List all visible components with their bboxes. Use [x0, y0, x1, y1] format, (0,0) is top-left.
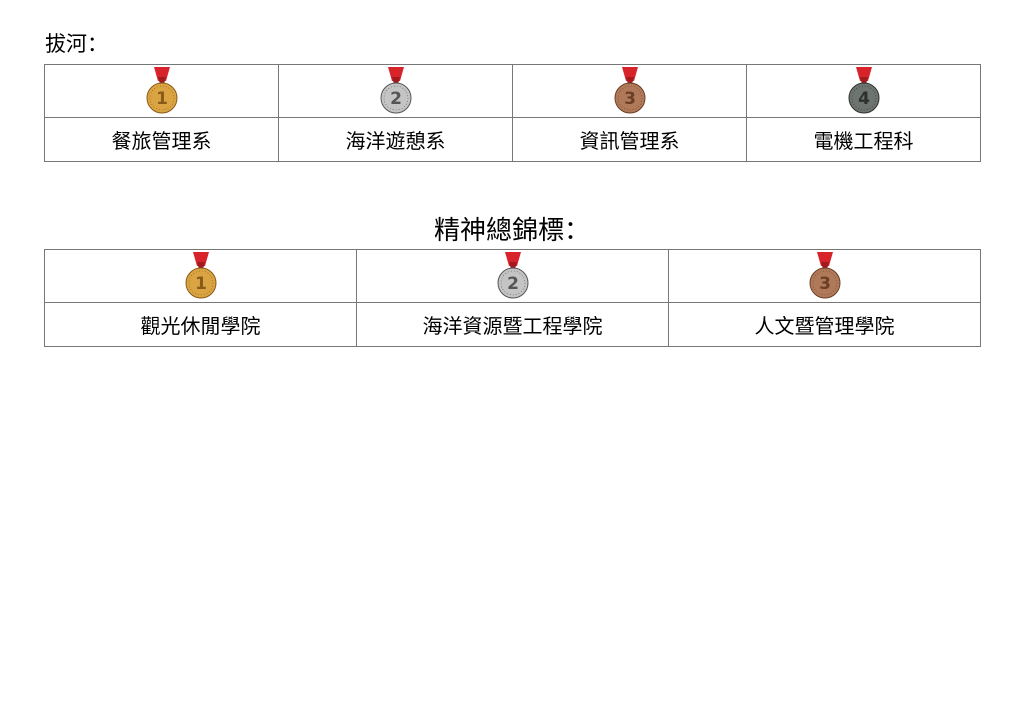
winner-name: 電機工程科: [746, 117, 981, 162]
winner-name: 餐旅管理系: [44, 117, 279, 162]
winner-name: 資訊管理系: [512, 117, 747, 162]
medal-cell: 1: [44, 249, 357, 303]
tug-of-war-heading: 拔河：: [45, 32, 108, 56]
bronze-medal-icon: 3: [614, 67, 645, 114]
silver-medal-icon: 2: [380, 67, 411, 114]
bronze-medal-icon: 3: [809, 252, 840, 299]
medal-cell: 3: [668, 249, 981, 303]
winner-name: 海洋遊憩系: [278, 117, 513, 162]
svg-text:2: 2: [390, 89, 402, 109]
medal-cell: 2: [278, 64, 513, 118]
silver-medal-icon: 2: [497, 252, 528, 299]
winner-name: 觀光休閒學院: [44, 302, 357, 347]
svg-text:4: 4: [858, 89, 870, 109]
svg-text:3: 3: [819, 274, 831, 294]
winner-name: 海洋資源暨工程學院: [356, 302, 669, 347]
medal-cell: 2: [356, 249, 669, 303]
fourth-place-medal-icon: 4: [848, 67, 879, 114]
medal-cell: 4: [746, 64, 981, 118]
gold-medal-icon: 1: [185, 252, 216, 299]
medal-cell: 1: [44, 64, 279, 118]
medal-cell: 3: [512, 64, 747, 118]
svg-text:1: 1: [156, 89, 168, 109]
gold-medal-icon: 1: [146, 67, 177, 114]
svg-text:1: 1: [195, 274, 207, 294]
svg-text:2: 2: [507, 274, 519, 294]
tug-of-war-table: 1 2 3 4 餐旅管理系海洋遊憩系資訊管理系電機工程科: [44, 64, 981, 162]
spirit-award-heading: 精神總錦標：: [433, 216, 590, 246]
svg-text:3: 3: [624, 89, 636, 109]
spirit-award-table: 1 2 3 觀光休閒學院海洋資源暨工程學院人文暨管理學院: [44, 249, 981, 347]
winner-name: 人文暨管理學院: [668, 302, 981, 347]
